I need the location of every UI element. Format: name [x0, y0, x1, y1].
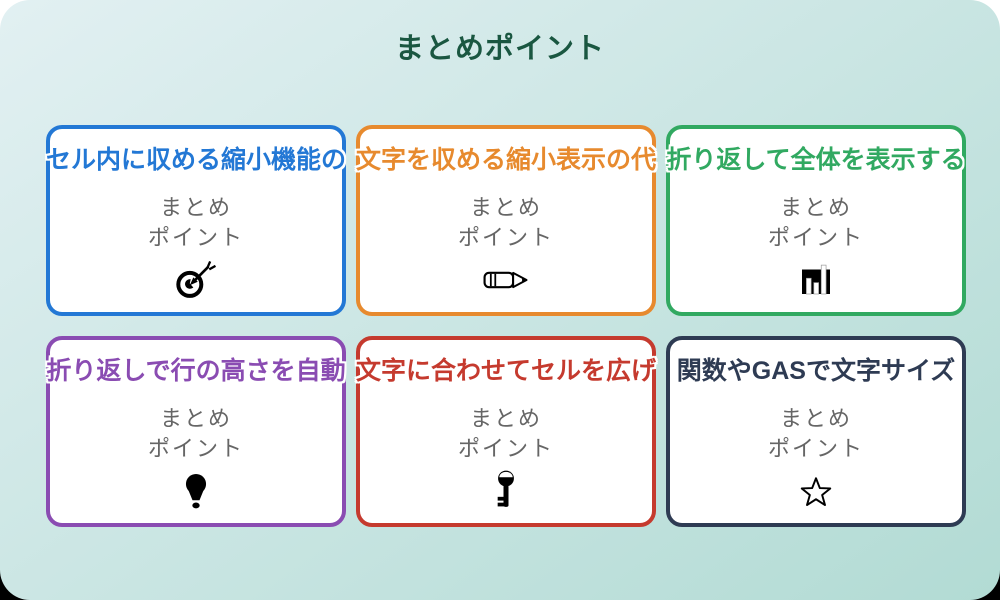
- card-grid: セル内に収める縮小機能の まとめ ポイント 文字を収める縮小表示の代 まとめ ポ…: [46, 125, 966, 527]
- pencil-icon: [481, 259, 531, 301]
- card-subtitle-line2: ポイント: [767, 225, 864, 250]
- card-subtitle-line1: まとめ: [159, 406, 232, 431]
- card-title: 折り返しで行の高さを自動: [46, 357, 346, 385]
- card-subtitle-line2: ポイント: [457, 436, 554, 461]
- card-shrink-to-fit: セル内に収める縮小機能の まとめ ポイント: [46, 125, 346, 316]
- card-subtitle-line2: ポイント: [767, 436, 864, 461]
- card-subtitle-line2: ポイント: [457, 225, 554, 250]
- card-subtitle-line1: まとめ: [159, 195, 232, 220]
- card-title: セル内に収める縮小機能の: [46, 146, 347, 174]
- card-subtitle-line1: まとめ: [779, 195, 852, 220]
- card-widen-cell: 文字に合わせてセルを広げ まとめ ポイント: [356, 336, 656, 527]
- key-icon: [486, 470, 526, 512]
- bar-chart-icon: [795, 259, 837, 301]
- lightbulb-icon: [175, 470, 217, 512]
- card-subtitle-line1: まとめ: [469, 406, 542, 431]
- card-title: 折り返して全体を表示する: [666, 146, 966, 174]
- target-icon: [173, 259, 219, 301]
- card-shrink-display-alt: 文字を収める縮小表示の代 まとめ ポイント: [356, 125, 656, 316]
- page-title: まとめポイント: [394, 33, 605, 65]
- star-icon: [798, 470, 834, 512]
- card-function-gas-font-size: 関数やGASで文字サイズ まとめ ポイント: [666, 336, 966, 527]
- card-subtitle-line2: ポイント: [147, 225, 244, 250]
- card-subtitle-line1: まとめ: [779, 406, 852, 431]
- card-auto-row-height: 折り返しで行の高さを自動 まとめ ポイント: [46, 336, 346, 527]
- card-subtitle-line2: ポイント: [147, 436, 244, 461]
- card-title: 関数やGASで文字サイズ: [676, 357, 956, 385]
- card-subtitle-line1: まとめ: [469, 195, 542, 220]
- card-wrap-show-all: 折り返して全体を表示する まとめ ポイント: [666, 125, 966, 316]
- card-title: 文字を収める縮小表示の代: [356, 146, 657, 174]
- card-title: 文字に合わせてセルを広げ: [356, 357, 657, 385]
